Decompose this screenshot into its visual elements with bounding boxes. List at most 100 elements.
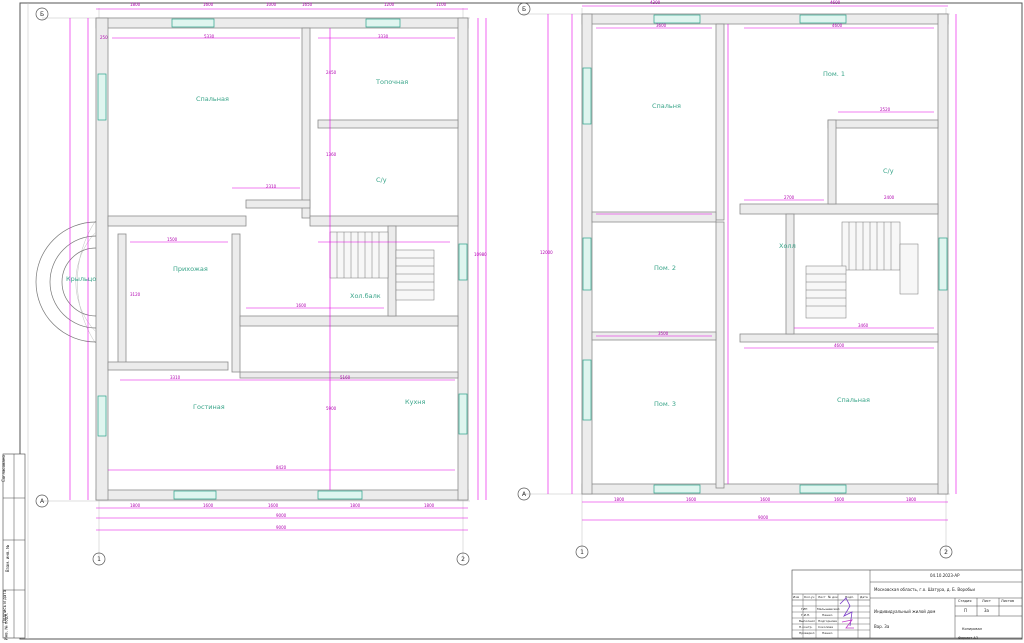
window bbox=[653, 14, 701, 24]
dimension-text: 1800 bbox=[424, 503, 435, 508]
object-name: Индивидуальный жилой дом bbox=[874, 609, 936, 614]
axis-marker-1-left bbox=[92, 552, 106, 566]
tb-name: Подгорнова bbox=[818, 619, 837, 623]
dimension-text: 1200 bbox=[384, 2, 395, 7]
interior-wall bbox=[591, 211, 717, 223]
dimension-text: 2700 bbox=[784, 195, 795, 200]
tb-header-cell: Изм bbox=[793, 595, 800, 599]
interior-wall bbox=[239, 315, 459, 327]
interior-wall bbox=[785, 213, 795, 335]
dimension-text: 1600 bbox=[268, 503, 279, 508]
axis-label: А bbox=[40, 498, 45, 505]
room-label: Крыльцо bbox=[66, 275, 97, 283]
interior-wall bbox=[827, 119, 837, 205]
room-label: С/у bbox=[376, 176, 387, 184]
stamp-text: Взам. инв. № bbox=[5, 544, 11, 573]
side-stamp bbox=[2, 453, 26, 639]
dimension-text: 250 bbox=[100, 35, 108, 40]
window bbox=[582, 67, 592, 125]
interior-wall bbox=[317, 119, 459, 129]
room-label: С/у bbox=[883, 167, 894, 175]
room-label: Холл bbox=[779, 242, 796, 250]
dimension-text: 5330 bbox=[204, 34, 215, 39]
copied-label: Копировал bbox=[962, 627, 982, 631]
dimension-text: 5160 bbox=[340, 375, 351, 380]
project-code: 04.10.2023-АР bbox=[930, 573, 960, 578]
room-label: Спальная bbox=[837, 396, 870, 404]
tb-name: Пашко bbox=[822, 631, 833, 635]
tb-name: Соколова bbox=[818, 625, 833, 629]
axis-label: 1 bbox=[580, 549, 584, 556]
window bbox=[458, 393, 468, 435]
dimension-text: 1600 bbox=[203, 2, 214, 7]
tb-header-cell: № док bbox=[828, 595, 838, 599]
dimension-text: 3310 bbox=[170, 375, 181, 380]
axis-label: А bbox=[522, 491, 527, 498]
sheet-value: 3a bbox=[984, 608, 989, 613]
tb-name: Малышевский bbox=[817, 607, 840, 611]
tb-header-cell: Подп. bbox=[845, 595, 855, 599]
axis-marker-b-left bbox=[35, 7, 49, 21]
dimension-text: 2400 bbox=[884, 195, 895, 200]
staircase bbox=[805, 221, 919, 319]
interior-wall bbox=[715, 23, 725, 221]
axis-marker-b-right bbox=[517, 2, 531, 16]
sheets-header: Листов bbox=[1001, 599, 1015, 603]
room-label: Прихожая bbox=[173, 265, 208, 273]
tb-header-cell: Лист bbox=[818, 595, 826, 599]
dimension-text: 4600 bbox=[830, 0, 841, 5]
axis-marker-2-left bbox=[456, 552, 470, 566]
interior-wall bbox=[739, 203, 939, 215]
interior-wall bbox=[715, 221, 725, 489]
tb-header-cell: Кол.уч bbox=[804, 595, 815, 599]
axis-label: Б bbox=[522, 6, 526, 13]
staircase bbox=[329, 231, 435, 301]
interior-wall bbox=[309, 215, 459, 227]
dimension-text: 1360 bbox=[326, 152, 337, 157]
stage-value: П bbox=[964, 608, 968, 613]
dimension-text: 3330 bbox=[378, 34, 389, 39]
tb-header-cell: Дата bbox=[860, 595, 868, 599]
interior-wall bbox=[239, 371, 459, 379]
window bbox=[365, 18, 401, 28]
dimension-text: 1800 bbox=[614, 497, 625, 502]
room-label: Пом. 1 bbox=[823, 70, 846, 78]
project-address: Московская область, г.о. Шатура, д. Б. В… bbox=[874, 587, 975, 592]
drawing-title: Вар. 3a bbox=[874, 624, 890, 629]
axis-marker-a-left bbox=[35, 494, 49, 508]
interior-wall bbox=[245, 199, 311, 209]
tb-role: Н.контр. bbox=[799, 625, 813, 629]
dimension-text: 9000 bbox=[276, 513, 287, 518]
axis-label: 2 bbox=[944, 549, 948, 556]
room-label: Спальная bbox=[196, 95, 229, 103]
dimension-text: 3120 bbox=[130, 292, 141, 297]
stamp-text: Согласовано bbox=[0, 455, 6, 482]
window bbox=[458, 243, 468, 281]
dimension-text: 12000 bbox=[540, 250, 553, 255]
axis-marker-1-right bbox=[575, 545, 589, 559]
window bbox=[582, 237, 592, 291]
tb-role: ГИП bbox=[801, 607, 808, 611]
title-block bbox=[791, 569, 1023, 639]
window bbox=[171, 18, 215, 28]
dimension-text: 1000 bbox=[266, 2, 277, 7]
dimension-text: 1600 bbox=[686, 497, 697, 502]
dimension-text: 1800 bbox=[906, 497, 917, 502]
room-label: Топочная bbox=[376, 78, 409, 86]
window bbox=[173, 490, 217, 500]
dimension-text: 1800 bbox=[130, 2, 141, 7]
dimension-text: 4600 bbox=[832, 23, 843, 28]
signature-mark bbox=[839, 597, 853, 627]
window bbox=[653, 484, 701, 494]
axis-label: 2 bbox=[461, 556, 465, 563]
axis-marker-a-right bbox=[517, 487, 531, 501]
dimension-text: 1600 bbox=[760, 497, 771, 502]
dimension-text: 5900 bbox=[326, 406, 337, 411]
interior-wall bbox=[301, 27, 311, 219]
tb-role: Г.И.П. bbox=[801, 613, 811, 617]
dimension-text: 1800 bbox=[350, 503, 361, 508]
interior-wall bbox=[231, 233, 241, 373]
room-label: Пом. 3 bbox=[654, 400, 677, 408]
sheet-frame bbox=[19, 2, 1023, 640]
